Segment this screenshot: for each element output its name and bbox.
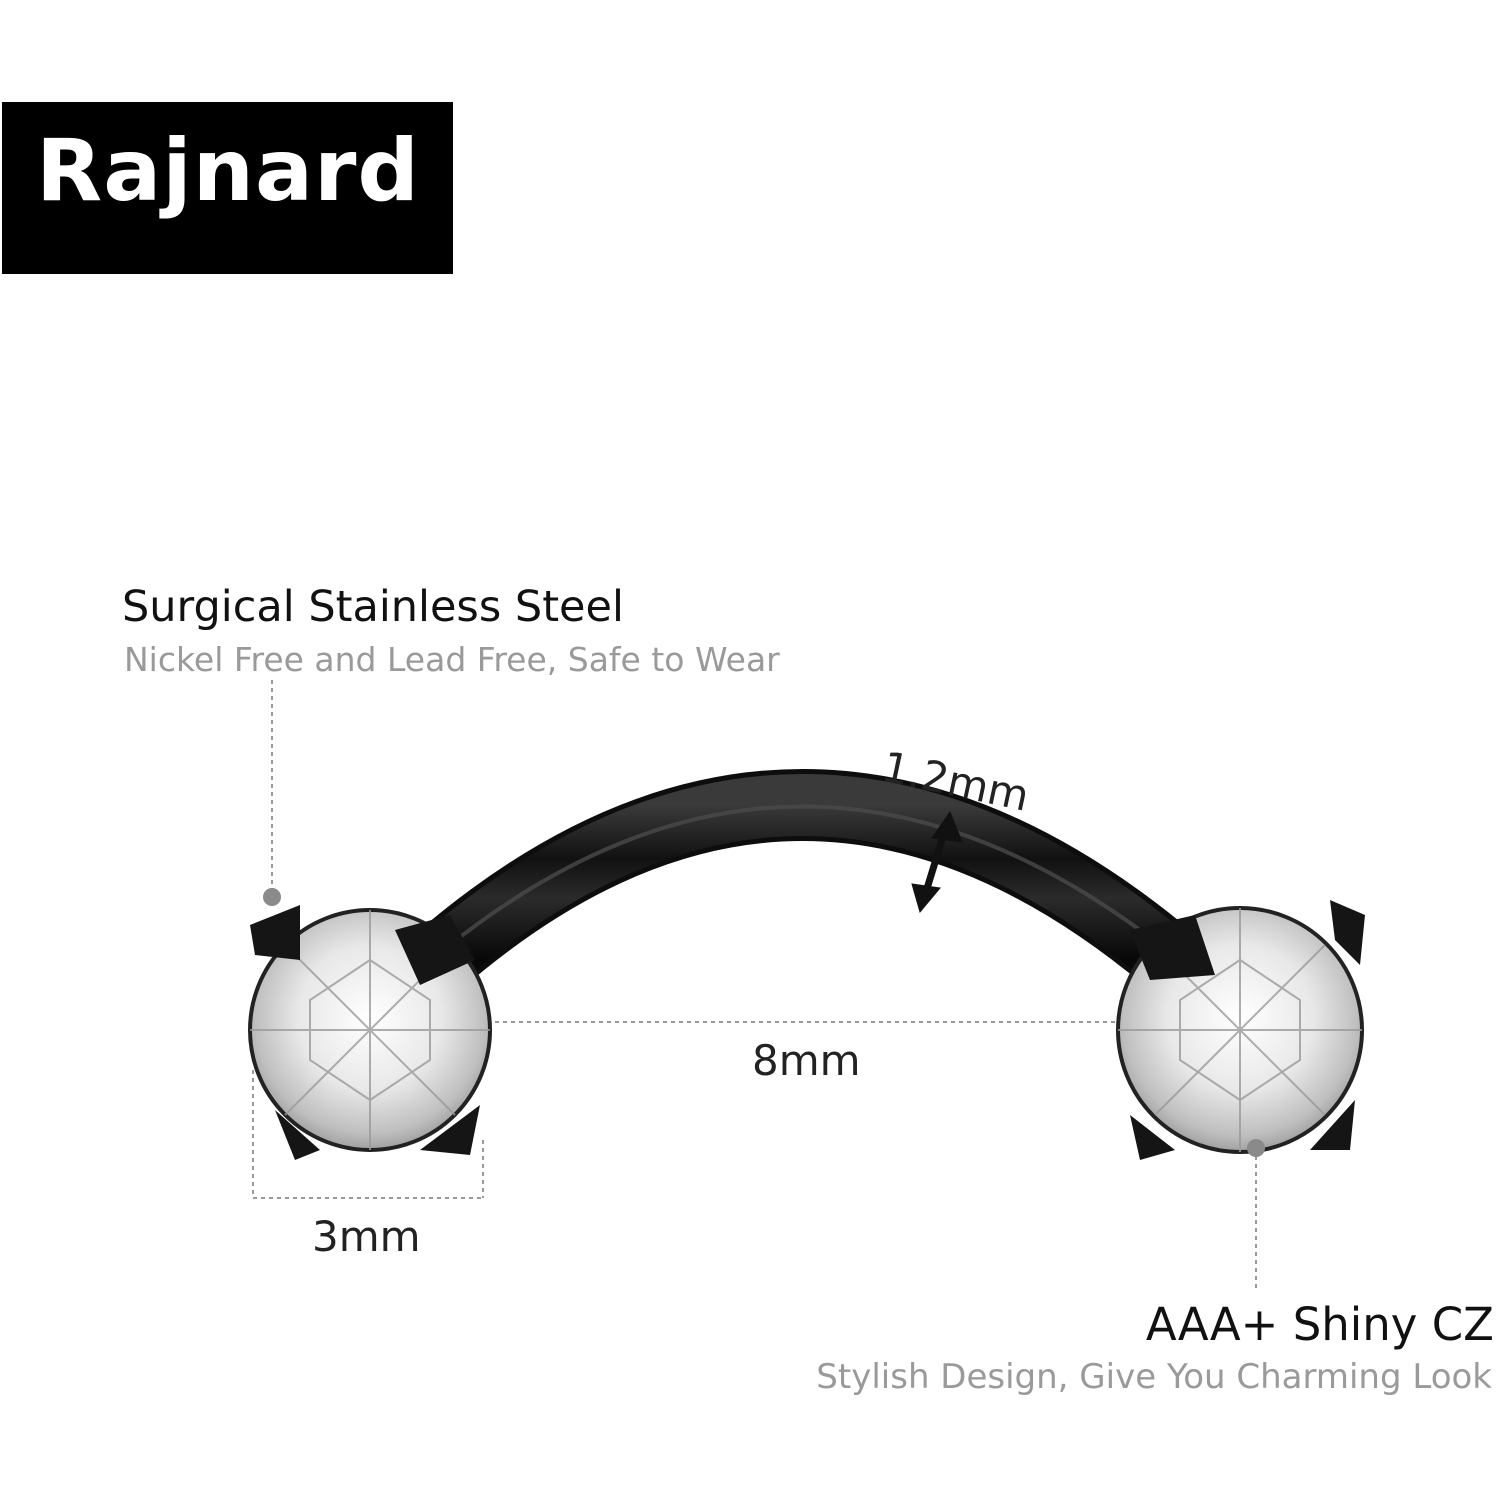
stone-callout-subtitle: Stylish Design, Give You Charming Look bbox=[816, 1357, 1492, 1397]
gauge-arrow bbox=[911, 810, 963, 914]
right-gem bbox=[1116, 900, 1365, 1160]
material-callout-title: Surgical Stainless Steel bbox=[122, 582, 624, 632]
curved-barbell-bar bbox=[404, 769, 1206, 996]
material-callout-subtitle: Nickel Free and Lead Free, Safe to Wear bbox=[124, 640, 780, 679]
brand-logo-box bbox=[2, 102, 453, 274]
brand-logo-text: Rajnard bbox=[36, 121, 420, 221]
gem-size-dimension-label: 3mm bbox=[312, 1212, 421, 1261]
leader-lines bbox=[252, 680, 1257, 1290]
left-gem bbox=[248, 905, 492, 1160]
length-dimension-label: 8mm bbox=[752, 1036, 861, 1085]
material-leader-dot bbox=[263, 888, 281, 906]
stone-callout-title: AAA+ Shiny CZ bbox=[1145, 1298, 1494, 1351]
stone-leader-dot bbox=[1247, 1139, 1265, 1157]
